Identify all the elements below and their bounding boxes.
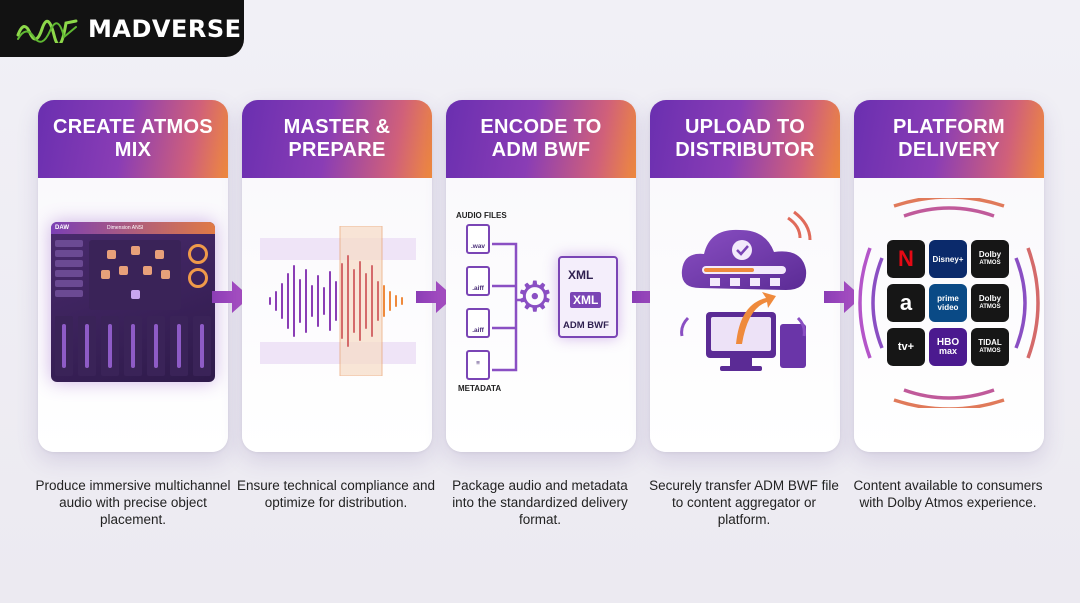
step-title: CREATE ATMOS MIX xyxy=(53,116,213,161)
audio-files-label: AUDIO FILES xyxy=(456,211,507,220)
platform-disney-tile: Disney+ xyxy=(929,240,967,278)
step-header: PLATFORM DELIVERY xyxy=(854,100,1044,178)
step-header: CREATE ATMOS MIX xyxy=(38,100,228,178)
daw-label: DAW xyxy=(55,225,69,231)
brand-logo: MADVERSE xyxy=(0,0,244,57)
cloud-upload-icon xyxy=(680,210,812,371)
daw-session-name: Dimension ANSI xyxy=(107,225,144,231)
step-card-upload: UPLOAD TO DISTRIBUTOR xyxy=(650,100,840,452)
arrow-right-icon xyxy=(416,281,454,313)
step-description: Content available to consumers with Dolb… xyxy=(853,478,1043,510)
metadata-file-icon: ≡ xyxy=(466,350,490,380)
step-header: UPLOAD TO DISTRIBUTOR xyxy=(650,100,840,178)
step-description: Produce immersive multichannel audio wit… xyxy=(35,478,231,527)
adm-bwf-document-icon: XML XML ADM BWF xyxy=(558,256,618,338)
arrow-right-icon xyxy=(212,281,250,313)
platform-apple-tv-tile: tv+ xyxy=(887,328,925,366)
mixer-faders xyxy=(55,316,211,376)
step-title: PLATFORM DELIVERY xyxy=(892,116,1005,161)
step-title: MASTER & PREPARE xyxy=(283,116,391,161)
step-header: MASTER & PREPARE xyxy=(242,100,432,178)
platform-amazon-tile: a xyxy=(887,284,925,322)
step-description: Ensure technical compliance and optimize… xyxy=(236,478,436,510)
step-description: Securely transfer ADM BWF file to conten… xyxy=(649,478,839,527)
step-title: UPLOAD TO DISTRIBUTOR xyxy=(675,116,815,161)
arrow-right-icon xyxy=(824,281,862,313)
daw-illustration: DAW Dimension ANSI xyxy=(38,178,228,452)
step-card-master: MASTER & PREPARE xyxy=(242,100,432,452)
step-card-encode: ENCODE TO ADM BWF AUDIO FILES .wav .aiff… xyxy=(446,100,636,452)
waveform-logo-icon xyxy=(16,19,78,43)
daw-track-list xyxy=(55,240,83,306)
object-panner xyxy=(89,240,181,310)
waveform-icon xyxy=(260,226,416,376)
wav-file-icon: .wav xyxy=(466,224,490,254)
daw-window: DAW Dimension ANSI xyxy=(51,222,215,382)
step-card-create-mix: CREATE ATMOS MIX DAW Dimension ANSI xyxy=(38,100,228,452)
aiff-file-icon: .aiff xyxy=(466,266,490,296)
daw-knobs xyxy=(185,240,211,310)
brand-name: MADVERSE xyxy=(88,14,242,43)
metadata-label: METADATA xyxy=(458,384,502,393)
connector-lines xyxy=(492,242,526,372)
aiff-file-icon: .aiff xyxy=(466,308,490,338)
step-description: Package audio and metadata into the stan… xyxy=(452,478,628,527)
step-title: ENCODE TO ADM BWF xyxy=(480,116,602,161)
step-header: ENCODE TO ADM BWF xyxy=(446,100,636,178)
platform-netflix-tile: N xyxy=(887,240,925,278)
broadcast-waves-icon xyxy=(858,198,1040,408)
gear-icon: ⚙ xyxy=(516,273,554,320)
